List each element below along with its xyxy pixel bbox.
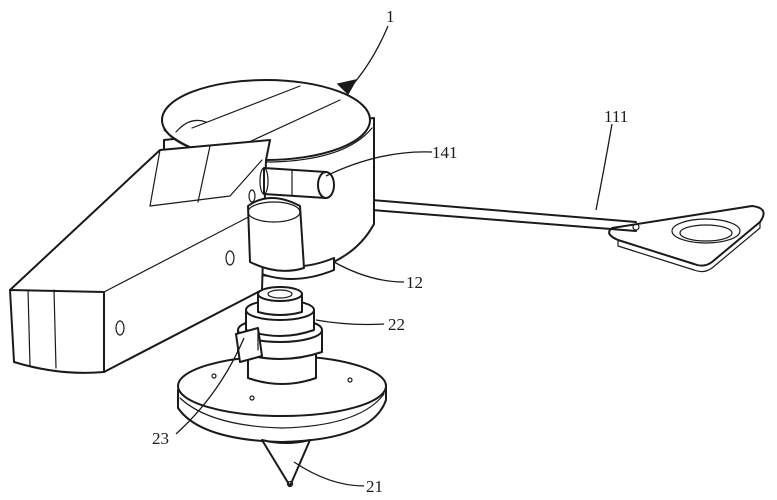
- label-tip: 21: [366, 477, 383, 496]
- triangular-bracket: [608, 205, 765, 273]
- label-body: 1: [386, 7, 395, 26]
- lower-cylinder: [235, 286, 323, 385]
- cone-tip: [261, 439, 311, 488]
- leader-lines: [175, 25, 613, 487]
- base-plate: [177, 355, 387, 443]
- label-rod: 111: [604, 107, 628, 126]
- support-rod: [371, 199, 637, 232]
- label-clip: 23: [152, 429, 169, 448]
- label-knob: 141: [432, 143, 458, 162]
- main-housing: [9, 79, 375, 374]
- label-ring: 12: [406, 273, 423, 292]
- label-collar: 22: [388, 315, 405, 334]
- side-knob: [259, 167, 335, 199]
